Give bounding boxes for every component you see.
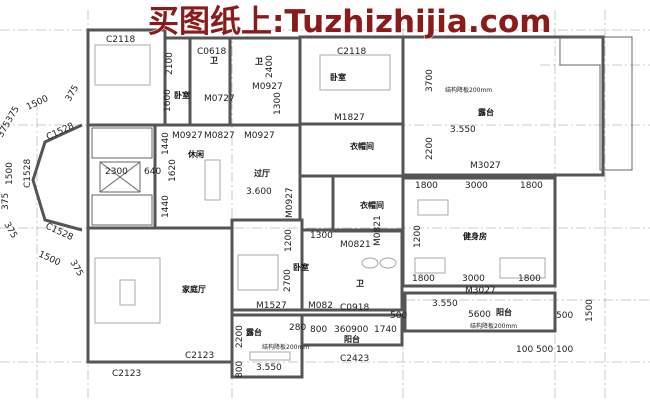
dimension-label: 100 [516, 345, 533, 355]
opening-label: M3027 [465, 286, 496, 296]
opening-label: C2118 [337, 47, 366, 57]
room-label: 健身房 [463, 231, 487, 241]
dimension-label: 2200 [425, 137, 435, 160]
room-label: 卧室 [293, 262, 309, 272]
note-label: 结构降板200mm [445, 86, 492, 94]
dimension-label: 280 [289, 323, 306, 333]
dimension-label: 800 [235, 361, 245, 378]
dimension-label: 1200 [284, 229, 294, 252]
dimension-label: 1300 [310, 231, 333, 241]
room-label: 卫 [356, 279, 364, 288]
dimension-label: 2100 [165, 52, 175, 75]
opening-label: M082 [308, 301, 333, 311]
opening-label: M0821 [340, 240, 371, 250]
room-label: 阳台 [496, 307, 512, 317]
opening-label: C0618 [197, 47, 226, 57]
room-label: 衣帽间 [350, 141, 374, 151]
dimension-label: 1500 [25, 94, 50, 113]
dimension-label: 1740 [374, 325, 397, 335]
opening-label: C2123 [185, 351, 214, 361]
opening-label: M0727 [204, 94, 235, 104]
dimension-label: 2300 [105, 167, 128, 177]
room-label: 休闲 [187, 149, 204, 159]
opening-label: M1827 [334, 113, 365, 123]
room-label: 卫 [255, 57, 263, 66]
dimension-label: 1800 [518, 274, 541, 284]
room-label: 过厅 [254, 168, 270, 178]
room-label: 露台 [478, 107, 494, 117]
elevation-label: 3.550 [256, 363, 282, 373]
dimension-label: 3700 [425, 69, 435, 92]
opening-label: C2423 [340, 354, 369, 364]
dimension-label: 640 [144, 167, 161, 177]
dimension-label: 500 [536, 345, 553, 355]
opening-label: C2123 [112, 369, 141, 379]
dimension-label: 1500 [585, 299, 595, 322]
dimension-label: 375 [1, 193, 11, 210]
dimension-label: 2200 [235, 325, 245, 348]
dimension-label: 1620 [168, 159, 178, 182]
opening-label: M0827 [204, 131, 235, 141]
dimension-label: 1300 [273, 92, 283, 115]
dimension-label: 375 [64, 84, 81, 104]
furniture [94, 44, 546, 361]
stairs [91, 127, 153, 226]
elevation-label: 3.600 [246, 187, 272, 197]
dimension-label: 3000 [465, 181, 488, 191]
dimension-label: 1440 [161, 195, 171, 218]
opening-label: M3027 [470, 161, 501, 171]
elevation-label: 3.550 [450, 125, 476, 135]
walls [31, 28, 633, 379]
note-label: 结构降板200mm [262, 343, 309, 351]
dimension-label: 3000 [462, 274, 485, 284]
opening-label: M0927 [244, 131, 275, 141]
watermark: 买图纸上:Tuzhizhijia.com [148, 4, 552, 40]
opening-label: C0918 [340, 303, 369, 313]
dimension-label: 1600 [163, 89, 173, 112]
opening-label: M1527 [256, 301, 287, 311]
opening-label: M0927 [252, 82, 283, 92]
room-label: 衣帽间 [360, 200, 384, 210]
dimension-label: 375 [1, 221, 18, 241]
elevation-label: 3.550 [432, 299, 458, 309]
dimension-label: 1800 [415, 181, 438, 191]
opening-label: M0927 [172, 131, 203, 141]
room-label: 卧室 [330, 72, 346, 82]
dimension-label: 1440 [161, 132, 171, 155]
opening-label: M0821 [373, 215, 383, 246]
room-label: 家庭厅 [182, 284, 206, 294]
dimension-label: 1200 [413, 225, 423, 248]
dimension-label: 800 [310, 325, 327, 335]
dimension-label: 2400 [265, 55, 275, 78]
grid-lines [0, 10, 650, 400]
dimension-label: 500 [390, 311, 407, 321]
dimension-label: 500 [556, 311, 573, 321]
dimension-label: 1800 [520, 181, 543, 191]
dimension-label: 2700 [283, 269, 293, 292]
dimension-label: 1500 [5, 162, 15, 185]
dimension-label: 375 [67, 259, 84, 279]
dimension-label: 5600 [468, 310, 491, 320]
dimension-label: 1500 [37, 250, 62, 269]
opening-label: C1528 [45, 121, 76, 143]
opening-label: C2118 [106, 35, 135, 45]
room-label: 阳台 [344, 334, 360, 344]
opening-label: M0927 [285, 187, 295, 218]
room-label: 卧室 [174, 90, 190, 100]
dimension-label: 360900 [334, 325, 369, 335]
dimension-label: 375375 [0, 105, 22, 140]
dimension-label: 1800 [412, 274, 435, 284]
room-label: 露台 [246, 327, 262, 337]
dimension-label: 100 [556, 345, 573, 355]
note-label: 结构降板200mm [470, 322, 517, 330]
opening-label: C1528 [23, 159, 33, 188]
room-label: 卫 [210, 56, 218, 65]
